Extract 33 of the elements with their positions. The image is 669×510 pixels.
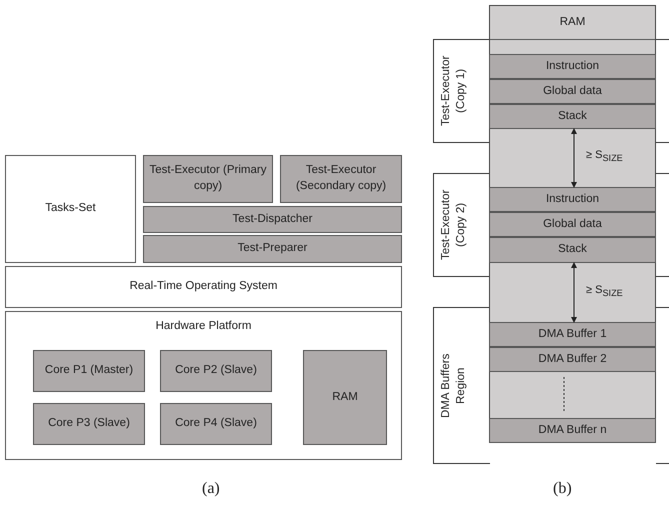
memory-segment: Instruction: [489, 54, 656, 79]
edge-label: ≥ S$_{SIZE}$: [586, 149, 623, 164]
core-box: Core P4 (Slave): [160, 403, 272, 445]
region-label: Test-Executor (Copy 1): [439, 54, 468, 128]
region-label: Test-Executor (Copy 2): [439, 188, 468, 262]
core-box: Core P3 (Slave): [33, 403, 145, 445]
memory-segment: DMA Buffer 2: [489, 347, 656, 372]
memory-segment: Global data: [489, 79, 656, 104]
panel-caption: (b): [553, 480, 572, 498]
edge-label: ≥ S$_{SIZE}$: [586, 284, 623, 298]
memory-segment: DMA Buffer n: [489, 418, 656, 443]
group-title: Hardware Platform: [154, 319, 252, 334]
memory-box: RAM: [303, 350, 387, 445]
core-box: Core P1 (Master): [33, 350, 145, 392]
memory-segment: DMA Buffer 1: [489, 322, 656, 347]
layer-box: Test-Executor (Primary copy): [143, 155, 273, 203]
layer-box: Test-Executor (Secondary copy): [280, 155, 402, 203]
double-arrow: [571, 128, 577, 188]
layer-box: Real-Time Operating System: [5, 266, 402, 308]
platform-box: [5, 311, 402, 460]
panel-caption: (a): [202, 480, 220, 498]
layer-box: Test-Preparer: [143, 235, 402, 263]
core-box: Core P2 (Slave): [160, 350, 272, 392]
memory-segment: Stack: [489, 237, 656, 263]
memory-segment: Global data: [489, 212, 656, 237]
memory-segment: Instruction: [489, 187, 656, 212]
region-label: DMA Buffers Region: [439, 352, 468, 420]
double-arrow: [571, 262, 577, 323]
memory-block: RAM: [489, 5, 656, 55]
memory-segment: [489, 372, 656, 419]
layer-box: Test-Dispatcher: [143, 206, 402, 233]
layer-box: Tasks-Set: [5, 155, 136, 263]
memory-segment: Stack: [489, 104, 656, 129]
